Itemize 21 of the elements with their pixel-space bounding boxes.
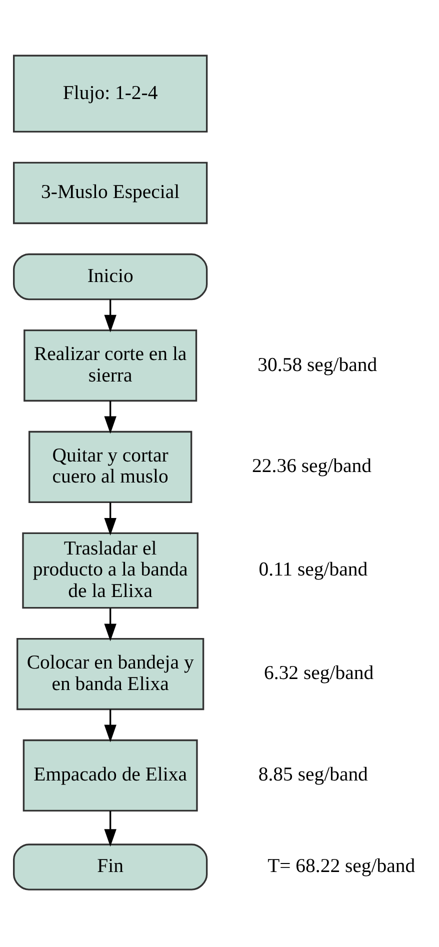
node-box: Trasladar el producto a la banda de la Elixa — [22, 532, 198, 608]
arrow — [104, 810, 116, 846]
node-box: Fin — [13, 843, 208, 890]
node-box: Colocar en bandeja y en banda Elixa — [16, 637, 204, 710]
node-box: Quitar y cortar cuero al muslo — [28, 430, 192, 503]
node-label: T= 68.22 seg/band — [268, 854, 416, 877]
node-label: 8.85 seg/band — [258, 763, 368, 786]
node-box: Realizar corte en la sierra — [24, 328, 198, 402]
arrow — [104, 608, 116, 641]
arrow — [104, 400, 116, 434]
node-box: 3-Muslo Especial — [13, 161, 208, 224]
node-box: Flujo: 1-2-4 — [13, 54, 208, 132]
node-box: Empacado de Elixa — [22, 738, 198, 811]
arrow — [104, 708, 116, 742]
arrow — [104, 502, 116, 535]
node-label: 22.36 seg/band — [252, 454, 372, 477]
node-label: 6.32 seg/band — [264, 662, 374, 684]
arrow — [104, 298, 116, 332]
node-label: 30.58 seg/band — [258, 353, 378, 376]
node-label: 0.11 seg/band — [258, 558, 368, 580]
node-box: Inicio — [13, 252, 208, 300]
